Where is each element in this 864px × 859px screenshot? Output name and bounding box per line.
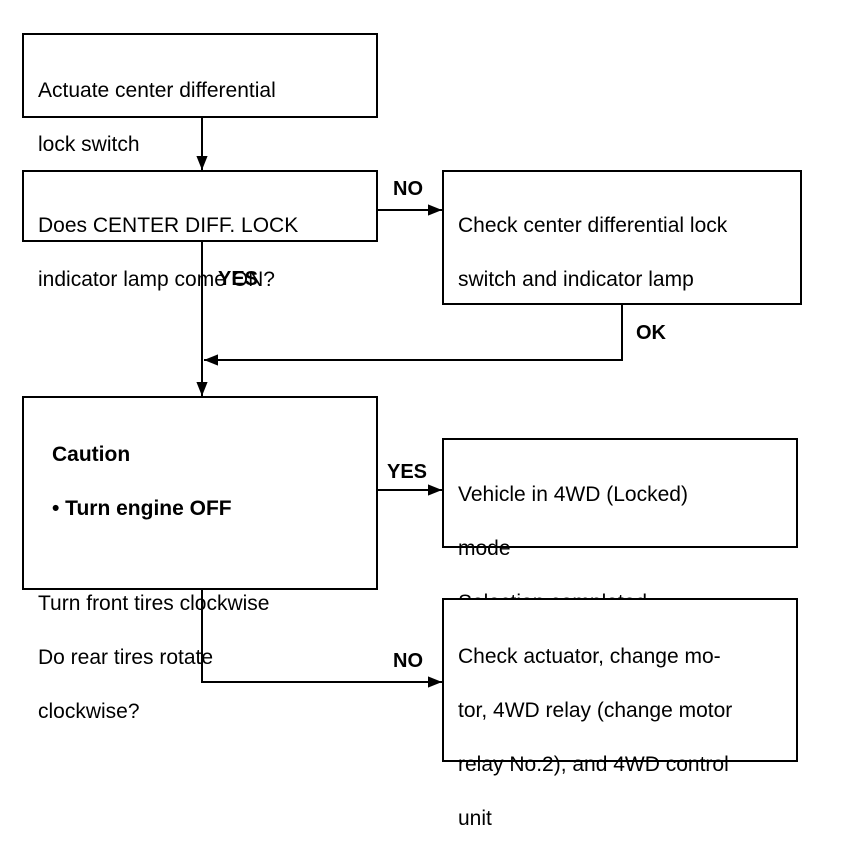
- label-no-lamp: NO: [393, 178, 423, 200]
- check-switch-text: Check center differential lock switch an…: [458, 185, 727, 320]
- check-actuator-text: Check actuator, change mo- tor, 4WD rela…: [458, 616, 732, 859]
- actuate-switch-text: Actuate center differential lock switch: [38, 50, 276, 185]
- label-no-rotate: NO: [393, 650, 423, 672]
- check-actuator-line-1: Check actuator, change mo-: [458, 645, 721, 668]
- arrow-ok-return: [204, 305, 623, 366]
- caution-box: [22, 396, 378, 590]
- actuate-line-2: lock switch: [38, 133, 140, 156]
- caution-bullet: • Turn engine OFF: [52, 497, 232, 520]
- check-actuator-line-4: unit: [458, 807, 492, 830]
- caution-heading: Caution: [52, 443, 131, 466]
- vehicle-4wd-line-2: mode: [458, 537, 511, 560]
- check-switch-box: [442, 170, 802, 305]
- indicator-question-line-1: Does CENTER DIFF. LOCK: [38, 214, 299, 237]
- indicator-question-box: [22, 170, 378, 242]
- label-ok: OK: [636, 322, 666, 344]
- indicator-question-line-2: indicator lamp come ON?: [38, 268, 275, 291]
- actuate-line-1: Actuate center differential: [38, 79, 276, 102]
- caution-line-2: Do rear tires rotate: [38, 646, 214, 669]
- caution-line-1: Turn front tires clockwise: [38, 592, 270, 615]
- label-yes-lamp: YES: [218, 268, 259, 290]
- actuate-switch-box: [22, 33, 378, 118]
- check-actuator-line-2: tor, 4WD relay (change motor: [458, 699, 733, 722]
- vehicle-4wd-box: [442, 438, 798, 548]
- check-switch-line-1: Check center differential lock: [458, 214, 728, 237]
- vehicle-4wd-line-1: Vehicle in 4WD (Locked): [458, 483, 688, 506]
- label-yes-rotate: YES: [387, 461, 428, 483]
- arrow-no-to-check-actuator: [201, 590, 442, 688]
- check-switch-line-2: switch and indicator lamp: [458, 268, 694, 291]
- flow-connectors: [196, 118, 623, 688]
- caution-text: Caution • Turn engine OFF Turn front tir…: [38, 414, 269, 752]
- indicator-question-text: Does CENTER DIFF. LOCK indicator lamp co…: [38, 185, 298, 320]
- caution-line-3: clockwise?: [38, 700, 140, 723]
- check-actuator-line-3: relay No.2), and 4WD control: [458, 753, 729, 776]
- check-actuator-box: [442, 598, 798, 762]
